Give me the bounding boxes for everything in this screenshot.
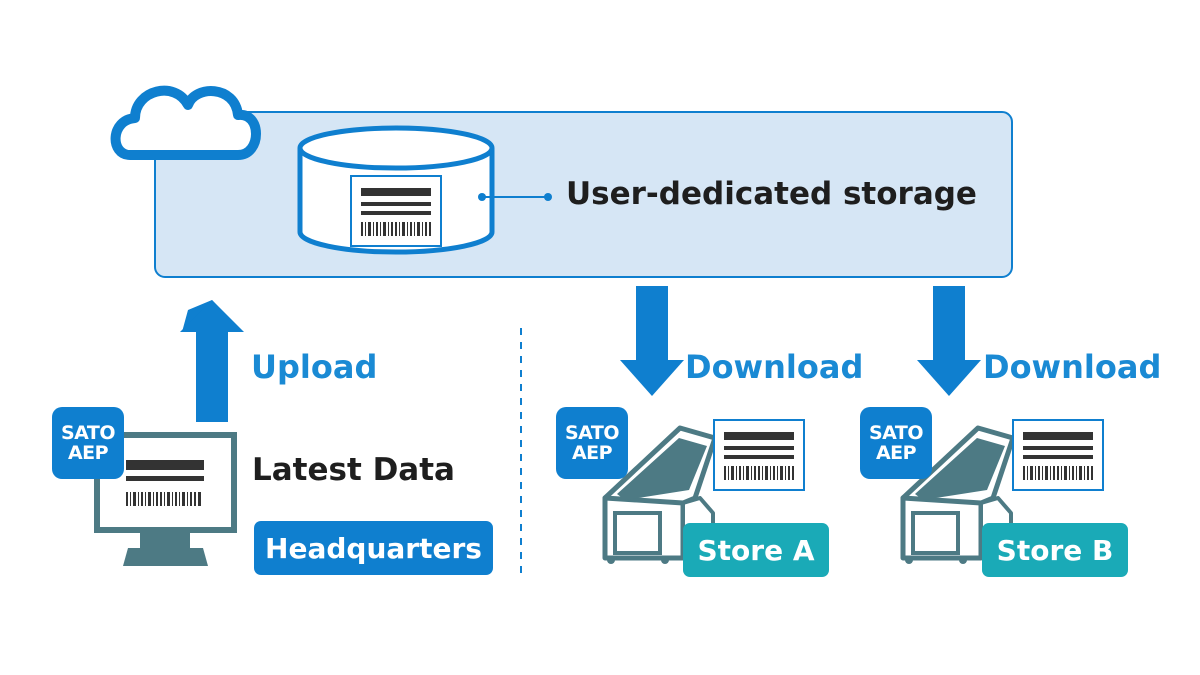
logo-line2: AEP <box>571 442 613 464</box>
store-b-badge: Store B <box>982 523 1128 577</box>
storage-label: User-dedicated storage <box>566 176 977 212</box>
download-arrow-b <box>917 286 981 396</box>
logo-line1: SATO <box>60 422 116 444</box>
store-a-badge: Store A <box>683 523 829 577</box>
label-icon-b <box>1012 419 1104 491</box>
sato-aep-logo-store-a: SATO AEP <box>556 407 628 479</box>
headquarters-badge: Headquarters <box>254 521 493 575</box>
logo-line2: AEP <box>875 442 917 464</box>
sato-aep-logo-store-b: SATO AEP <box>860 407 932 479</box>
cloud-icon <box>110 85 261 160</box>
logo-line1: SATO <box>868 422 924 444</box>
sato-aep-logo-hq: SATO AEP <box>52 407 124 479</box>
logo-line1: SATO <box>564 422 620 444</box>
logo-line2: AEP <box>67 442 109 464</box>
download-label-b: Download <box>983 348 1162 386</box>
database-icon <box>297 125 495 255</box>
upload-label: Upload <box>251 348 378 386</box>
label-icon-a <box>713 419 805 491</box>
latest-data-label: Latest Data <box>252 452 455 488</box>
download-arrow-a <box>620 286 684 396</box>
download-label-a: Download <box>685 348 864 386</box>
